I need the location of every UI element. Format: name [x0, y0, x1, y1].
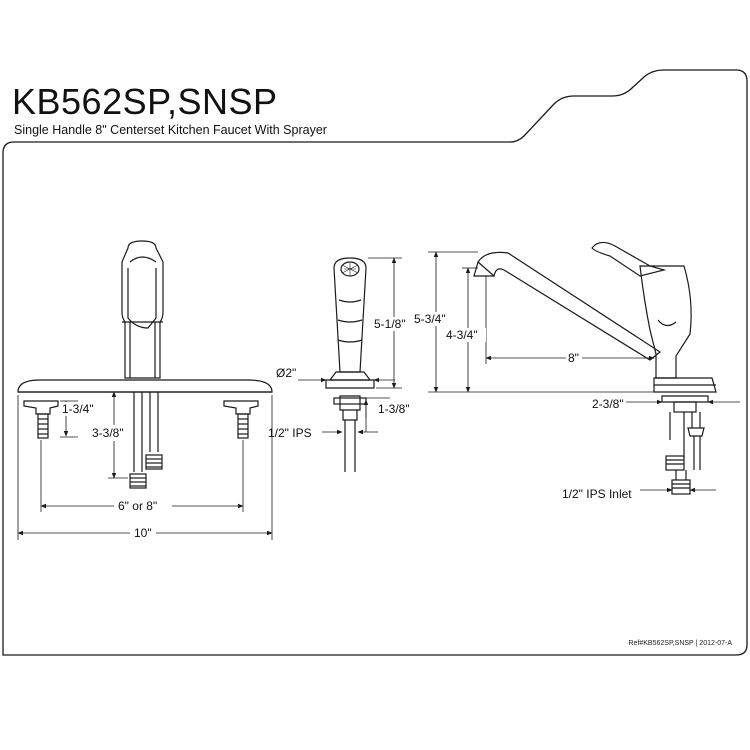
faucet-body — [121, 240, 164, 379]
sprayer-nozzle — [340, 261, 360, 277]
label-spout-height: 4-3/4" — [446, 328, 478, 342]
faucet-handle-top — [129, 256, 157, 263]
supply-tube-left — [133, 392, 143, 472]
label-side-shank: 2-3/8" — [592, 397, 624, 411]
label-supply-depth: 3-3/8" — [92, 426, 124, 440]
label-side-inlet: 1/2" IPS Inlet — [562, 487, 632, 501]
label-spout-reach: 8" — [568, 351, 579, 365]
front-dimensions — [17, 391, 273, 540]
supply-tube-right — [149, 392, 159, 452]
label-sprayer-height: 5-1/8" — [374, 317, 406, 331]
sprayer-head — [333, 257, 367, 373]
sprayer-view — [325, 257, 375, 472]
product-description: Single Handle 8" Centerset Kitchen Fauce… — [14, 123, 327, 137]
side-view — [473, 241, 717, 495]
sprayer-base — [328, 371, 372, 381]
model-number: KB562SP,SNSP — [12, 81, 278, 122]
deck-plate — [17, 379, 273, 393]
supply-nut-left — [129, 473, 147, 489]
right-mounting-stud — [223, 400, 259, 415]
label-sprayer-inlet: 1/2" IPS — [268, 426, 312, 440]
side-dimensions — [428, 251, 740, 493]
lever-handle — [591, 241, 667, 277]
side-deck-plate — [653, 377, 717, 393]
label-plate-width: 10" — [134, 526, 152, 540]
side-supply-nut-2 — [671, 479, 691, 495]
supply-nut-right — [145, 454, 163, 470]
faucet-body-side — [639, 265, 692, 379]
label-total-height: 5-3/4" — [414, 312, 446, 326]
front-view — [17, 240, 273, 489]
reference-code: Ref#KB562SP,SNSP | 2012-07-A — [628, 640, 732, 647]
left-mounting-stud — [23, 400, 59, 415]
side-supply-nut-1 — [665, 455, 685, 471]
spout-arm — [477, 251, 662, 361]
side-mounting — [661, 395, 709, 403]
label-sprayer-shank: 1-3/8" — [378, 402, 410, 416]
label-sprayer-diameter: Ø2" — [276, 366, 296, 380]
label-centers: 6" or 8" — [118, 499, 157, 513]
sprayer-hose — [344, 420, 356, 472]
drawing-frame — [2, 69, 748, 656]
label-shank-depth: 1-3/4" — [62, 402, 94, 416]
